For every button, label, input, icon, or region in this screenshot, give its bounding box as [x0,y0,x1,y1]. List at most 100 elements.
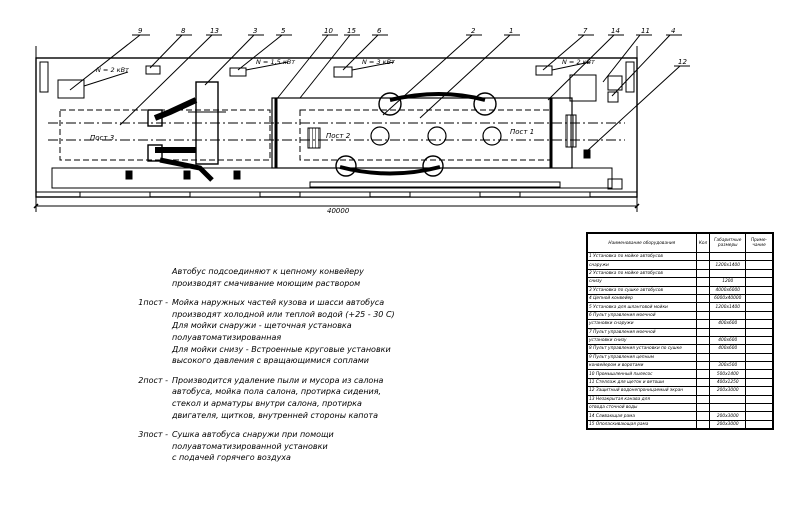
post-1-line: Для мойки снизу - Встроенные круговые ус… [172,344,391,354]
equipment-qty [695,277,711,287]
power-label-5: N = 1,5 кВт [256,58,295,66]
equipment-qty [695,335,711,346]
plan-view: 9 8 13 3 5 10 15 6 2 1 7 14 11 4 12 N = … [33,27,690,215]
equipment-qty [695,411,711,421]
equipment-note [745,419,774,430]
equipment-qty [695,293,711,304]
equipment-qty [695,352,711,363]
callout-5: 5 [281,27,286,35]
header-note: Приме-чание [745,232,774,253]
table-row: 11 Стеллаж для щеток и ветоши 400х1250 [586,377,774,388]
equipment-dimensions: 1200х1400 [709,302,747,312]
equipment-name: 3 Установка по сушке автобусов [586,285,697,295]
callout-9: 9 [138,27,143,35]
power-label-9: N = 2 кВт [96,66,129,74]
equipment-note [745,344,774,354]
equipment-name: 7 Пульт управления моечной [586,327,697,337]
equipment-name: 9 Пульт управления цепным [586,352,697,363]
callout-3: 3 [253,27,257,35]
equipment-note [745,260,774,270]
table-row: 3 Установка по сушке автобусов 4000х6000 [586,285,774,295]
equipment-note [745,386,774,396]
equipment-name: 10 Промышленный пылесос [586,369,697,379]
equipment-qty [695,310,711,321]
table-row: отвода сточной воды [586,403,774,413]
callout-15: 15 [347,27,356,35]
post-2-heading: 2пост - [138,375,168,385]
equipment-note [745,369,774,379]
callout-11: 11 [641,27,650,35]
header-name: Наименование оборудования [586,232,697,253]
equipment-note [745,302,774,312]
callout-7: 7 [583,27,588,35]
equipment-note [745,411,774,421]
equipment-dimensions: 200х3000 [709,411,747,421]
table-row: 15 Ополаскивающая рама 200х3000 [586,419,774,430]
equipment-name: 15 Ополаскивающая рама [586,419,697,430]
header-qty: Кол [695,232,711,253]
equipment-dimensions [709,327,747,337]
equipment-qty [695,327,711,337]
equipment-dimensions: 200х3000 [709,419,747,430]
equipment-dimensions [709,394,747,405]
control-panel-9 [57,79,85,99]
equipment-dimensions: 4000х6000 [709,285,747,295]
callout-2: 2 [471,27,476,35]
table-row: 9 Пульт управления цепным [586,352,774,363]
equipment-dimensions: 400х1250 [709,377,747,388]
equipment-qty [695,377,711,388]
equipment-note [745,293,774,304]
equipment-note [745,277,774,287]
callout-8: 8 [181,27,186,35]
process-notes: Автобус подсоединяют к цепному конвейеру… [130,266,570,464]
callout-12: 12 [678,58,687,66]
equipment-name: 4 Цепной конвейер [586,293,697,304]
equipment-dimensions: 1200х1400 [709,260,747,270]
post-3-line: Сушка автобуса снаружи при помощи [172,430,334,440]
equipment-name: 11 Стеллаж для щеток и ветоши [586,377,697,388]
post-1-line: высокого давления с вращающимися соплами [172,356,369,366]
power-label-6: N = 3 кВт [362,58,395,66]
post-3-line: полуавтоматизированной установки [172,441,328,451]
callout-1: 1 [509,27,513,35]
equipment-note [745,327,774,337]
equipment-qty [695,268,711,279]
equipment-name: конвейером и воротами [586,361,697,371]
equipment-name: 13 Незакрытая канава для [586,394,697,405]
overall-dimension: 40000 [327,207,350,215]
post-1-heading: 1пост - [138,298,168,308]
table-row: 2 Установка по мойке автобусов [586,268,774,279]
callout-6: 6 [377,27,382,35]
equipment-note [745,377,774,388]
equipment-note [745,310,774,321]
equipment-name: 2 Установка по мойке автобусов [586,268,697,279]
post-1-label: Пост 1 [510,128,534,136]
equipment-note [745,394,774,405]
equipment-qty [695,285,711,295]
equipment-note [745,319,774,329]
equipment-name: установки снаружи [586,319,697,329]
equipment-note [745,268,774,279]
equipment-name: отвода сточной воды [586,403,697,413]
equipment-note [745,251,774,262]
post-1-line: Мойка наружных частей кузова и шасси авт… [172,298,385,308]
equipment-qty [695,361,711,371]
callout-10: 10 [324,27,333,35]
equipment-qty [695,319,711,329]
table-row: 7 Пульт управления моечной [586,327,774,337]
equipment-qty [695,419,711,430]
table-row: 1 Установка по мойке автобусов [586,251,774,262]
equipment-qty [695,403,711,413]
post-1-line: полуавтоматизированная [172,332,282,342]
